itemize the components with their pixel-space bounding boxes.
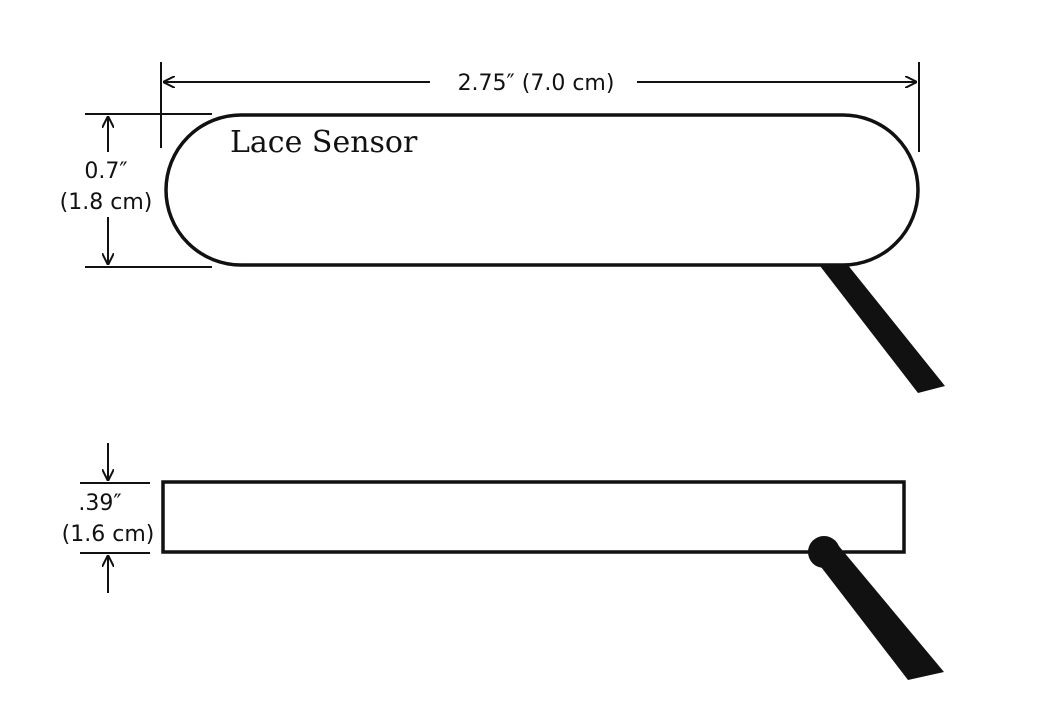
height-label-cm: (1.8 cm)	[60, 190, 153, 215]
top-view: 2.75″ (7.0 cm) 0.7″ (1.8 cm) Lace Sensor	[60, 62, 945, 393]
height-dimension: 0.7″ (1.8 cm)	[60, 113, 212, 268]
thickness-label-in: .39″	[78, 491, 121, 516]
width-label: 2.75″ (7.0 cm)	[458, 71, 615, 96]
thickness-label-cm: (1.6 cm)	[62, 522, 155, 547]
thickness-dimension: .39″ (1.6 cm)	[62, 443, 155, 593]
pickup-label: Lace Sensor	[230, 125, 418, 160]
height-label-in: 0.7″	[84, 159, 127, 184]
pickup-body-top-view	[164, 113, 920, 267]
pickup-body-side-view	[161, 480, 906, 554]
side-view: .39″ (1.6 cm)	[62, 443, 944, 680]
lead-cable-top-view	[820, 264, 945, 393]
width-dimension: 2.75″ (7.0 cm)	[160, 62, 920, 152]
lead-cable-side-view	[808, 536, 944, 680]
